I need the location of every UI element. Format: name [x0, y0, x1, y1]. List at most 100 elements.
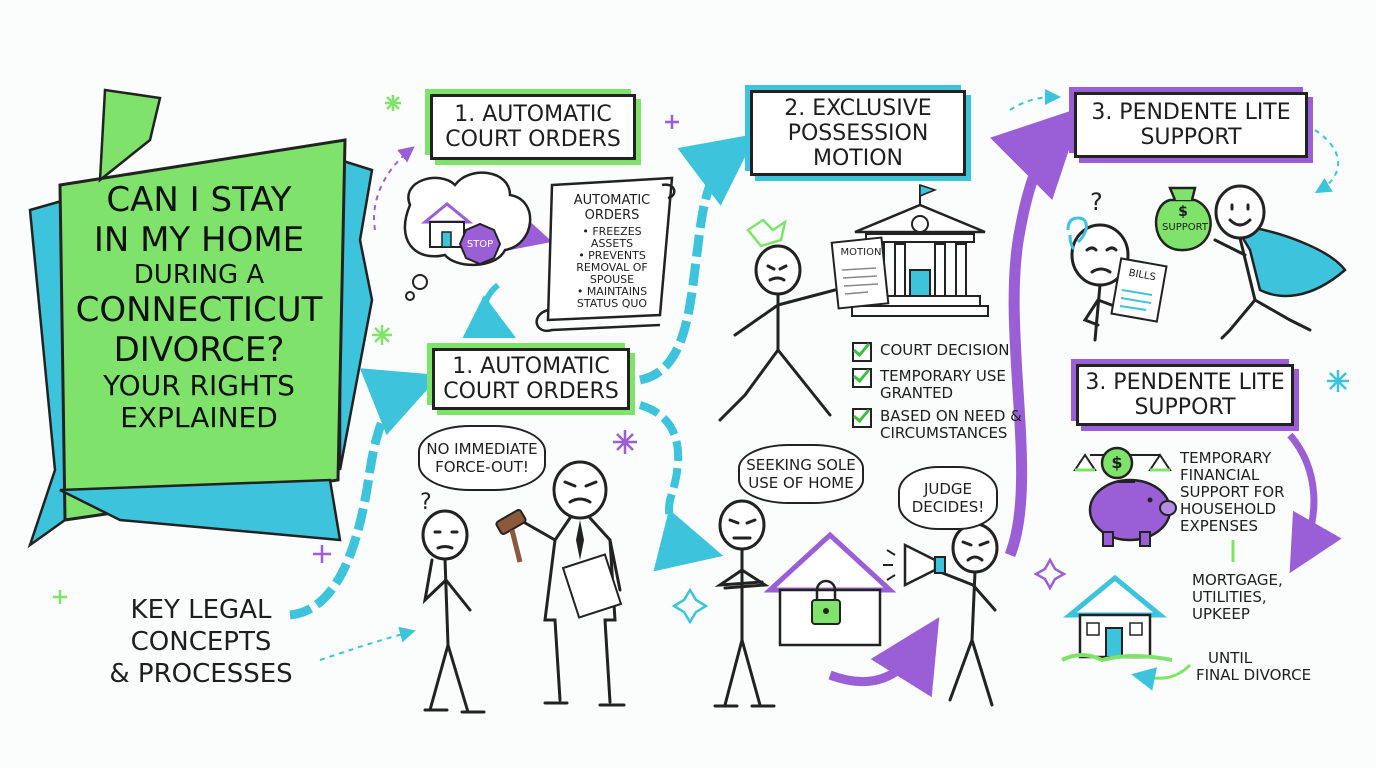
- coin-symbol: $: [1111, 453, 1123, 472]
- subtitle-line: KEY LEGAL: [130, 595, 272, 625]
- bubble-text: DECIDES!: [911, 498, 985, 516]
- support-line: SUPPORT FOR: [1180, 483, 1285, 501]
- scroll-item: SPOUSE: [589, 273, 635, 286]
- title-line: DURING A: [133, 260, 265, 290]
- coin-icon: [1100, 446, 1134, 480]
- thought-cloud: [403, 171, 532, 301]
- step-box-pendente-mid: 3. PENDENTE LITE SUPPORT: [1076, 364, 1294, 426]
- support-description: TEMPORARY FINANCIAL SUPPORT FOR HOUSEHOL…: [1180, 450, 1300, 535]
- stop-sign-label: STOP: [466, 239, 494, 250]
- paper-icon: [561, 553, 623, 619]
- checkbox-checked-icon: [852, 408, 872, 428]
- checkbox-checked-icon: [852, 368, 872, 388]
- house-with-lock: [763, 531, 897, 647]
- flow-arrow-4: [462, 282, 517, 339]
- stop-sign-icon: [458, 222, 502, 266]
- scroll-item: STATUS QUO: [576, 297, 648, 310]
- money-bag-label: SUPPORT: [1162, 222, 1208, 233]
- step-label: POSSESSION: [787, 120, 929, 146]
- checklist-label: BASED ON NEED & CIRCUMSTANCES: [880, 407, 1022, 442]
- question-mark-icon: ?: [1090, 188, 1103, 216]
- hero-cape: [1232, 223, 1347, 298]
- expense-line: UTILITIES,: [1192, 588, 1267, 606]
- scroll-item: • PREVENTS: [578, 249, 646, 262]
- support-line: TEMPORARY: [1180, 449, 1272, 467]
- until-line: UNTIL: [1208, 649, 1253, 667]
- question-mark-icon: ?: [420, 490, 432, 515]
- flow-arrow-purple-right: [1287, 432, 1342, 574]
- step-label: COURT ORDERS: [445, 127, 621, 152]
- title-line: YOUR RIGHTS: [103, 369, 295, 402]
- step-label: MOTION: [812, 145, 903, 171]
- bubble-text: FORCE-OUT!: [435, 458, 529, 476]
- main-title: CAN I STAY IN MY HOME DURING A CONNECTIC…: [60, 180, 338, 434]
- expense-line: MORTGAGE,: [1192, 571, 1283, 589]
- subtitle: KEY LEGAL CONCEPTS & PROCESSES: [86, 594, 316, 690]
- title-line: EXPLAINED: [120, 401, 278, 434]
- bubble-text: USE OF HOME: [748, 474, 854, 492]
- figure-lawyer: [518, 460, 626, 707]
- scroll-item: • FREEZES ASSETS: [582, 225, 642, 250]
- house-icon-final: [1061, 574, 1173, 663]
- flow-arrow-1: [289, 368, 441, 620]
- title-line: CONNECTICUT: [75, 290, 323, 330]
- expenses-list: MORTGAGE, UTILITIES, UPKEEP: [1192, 572, 1302, 623]
- step-box-pendente-top: 3. PENDENTE LITE SUPPORT: [1074, 92, 1308, 158]
- figure-confused: [421, 509, 486, 714]
- support-line: HOUSEHOLD: [1180, 500, 1277, 518]
- step-label: COURT ORDERS: [443, 379, 619, 404]
- piggy-bank-icon: [1088, 478, 1177, 547]
- checklist-label: TEMPORARY USE GRANTED: [880, 367, 1006, 402]
- bubble-text: SEEKING SOLE: [746, 456, 856, 474]
- motion-doc-label: MOTION: [840, 247, 882, 258]
- step-label: 1. AUTOMATIC: [454, 102, 612, 127]
- automatic-orders-scroll: [535, 176, 676, 333]
- scroll-heading: ORDERS: [584, 208, 640, 223]
- megaphone-icon: [883, 542, 946, 588]
- speech-bubble-no-force-out: NO IMMEDIATE FORCE-OUT!: [418, 425, 546, 491]
- title-line: CAN I STAY: [106, 180, 292, 220]
- scroll-item: • MAINTAINS: [576, 285, 648, 298]
- step-box-automatic-top: 1. AUTOMATIC COURT ORDERS: [430, 94, 636, 160]
- figure-worried: [1070, 223, 1130, 342]
- possession-checklist: COURT DECISION TEMPORARY USE GRANTED BAS…: [852, 342, 1022, 448]
- step-label: 3. PENDENTE LITE: [1091, 100, 1291, 125]
- checkbox-checked-icon: [852, 342, 872, 362]
- step-label: SUPPORT: [1140, 125, 1242, 150]
- motion-document-icon: [830, 236, 890, 310]
- flow-arrow-purple-tall: [990, 106, 1084, 558]
- step-label: 2. EXCLUSIVE: [784, 95, 932, 121]
- title-ribbon: [27, 88, 374, 549]
- step-box-exclusive-possession: 2. EXCLUSIVE POSSESSION MOTION: [750, 90, 966, 176]
- speech-bubble-seeking: SEEKING SOLE USE OF HOME: [738, 444, 864, 504]
- figure-crossed-arms: [713, 499, 776, 708]
- scroll-heading: AUTOMATIC: [573, 193, 651, 208]
- support-line: EXPENSES: [1180, 517, 1259, 535]
- step-label: SUPPORT: [1134, 395, 1236, 420]
- checklist-item: COURT DECISION: [852, 342, 1022, 362]
- step-label: 1. AUTOMATIC: [452, 354, 610, 379]
- until-final-divorce: UNTIL FINAL DIVORCE: [1196, 650, 1326, 684]
- expense-line: UPKEEP: [1192, 605, 1250, 623]
- support-line: FINANCIAL: [1180, 466, 1260, 484]
- flow-arrow-2: [638, 133, 757, 385]
- checklist-label: COURT DECISION: [880, 341, 1010, 359]
- bubble-text: JUDGE: [923, 480, 973, 498]
- money-bag-icon: [1154, 186, 1212, 252]
- speech-bubble-judge: JUDGE DECIDES!: [898, 466, 998, 530]
- flow-arrow-3: [638, 401, 724, 572]
- figure-megaphone: [933, 522, 999, 707]
- step-label: 3. PENDENTE LITE: [1085, 370, 1285, 395]
- subtitle-line: CONCEPTS: [130, 627, 272, 657]
- until-line: FINAL DIVORCE: [1196, 666, 1312, 684]
- bubble-text: NO IMMEDIATE: [426, 440, 538, 458]
- flow-arrow-purple-lock: [828, 617, 940, 698]
- title-line: IN MY HOME: [93, 220, 305, 260]
- checklist-item: BASED ON NEED & CIRCUMSTANCES: [852, 408, 1022, 442]
- figure-walking: [718, 244, 837, 422]
- scroll-content: AUTOMATIC ORDERS • FREEZES ASSETS • PREV…: [560, 193, 664, 310]
- house-icon-cloud: [420, 202, 474, 248]
- figure-superhero: [1213, 184, 1312, 340]
- subtitle-line: & PROCESSES: [109, 659, 293, 689]
- checklist-item: TEMPORARY USE GRANTED: [852, 368, 1022, 402]
